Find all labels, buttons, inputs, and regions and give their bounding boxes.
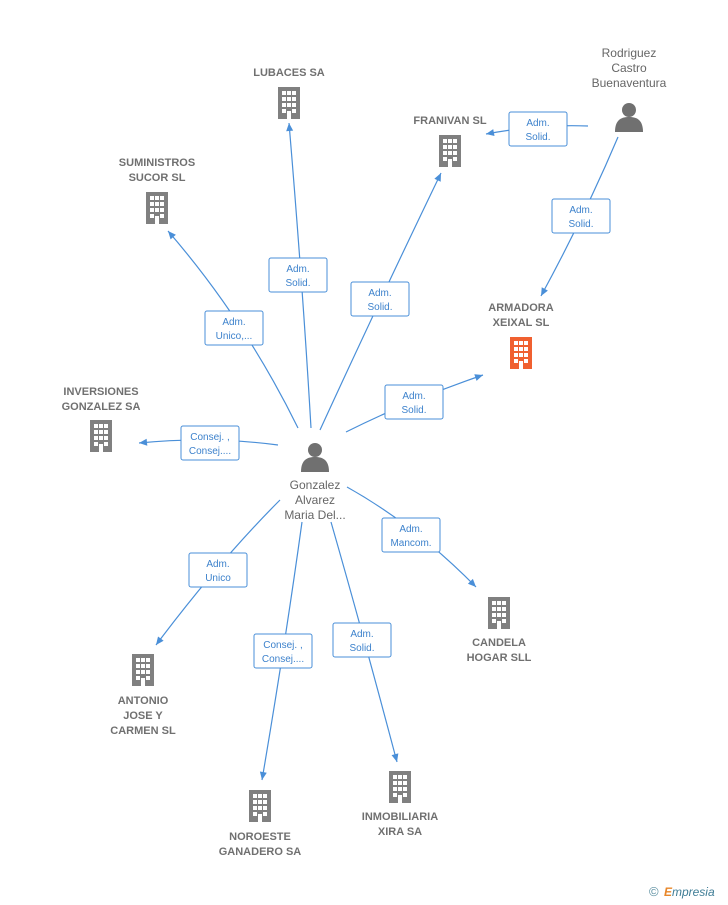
relation-text: Consej.... [189, 446, 231, 457]
relation-label-secondary-to-franivan[interactable]: Adm. Solid. [508, 111, 568, 147]
relation-label-center-to-franivan[interactable]: Adm. Solid. [350, 281, 410, 317]
node-label: GANADERO SA [219, 846, 302, 858]
relation-text: Solid. [367, 302, 392, 313]
node-label: XEIXAL SL [493, 317, 550, 329]
building-icon-inversiones[interactable] [90, 420, 112, 452]
arrowhead-icon [391, 753, 399, 762]
relation-label-center-to-armadora[interactable]: Adm. Solid. [384, 384, 444, 420]
relation-text: Adm. [286, 264, 309, 275]
brand-initial: E [663, 885, 672, 899]
arrowhead-icon [156, 636, 164, 645]
arrowhead-icon [467, 578, 476, 587]
person-icon-secondary[interactable] [615, 103, 643, 132]
relation-box [508, 111, 568, 147]
building-icon-noroeste[interactable] [249, 790, 271, 822]
building-icon-suministros[interactable] [146, 192, 168, 224]
node-label: SUCOR SL [129, 172, 186, 184]
relation-box [188, 552, 248, 588]
node-label: XIRA SA [378, 826, 422, 838]
arrowhead-icon [486, 129, 495, 136]
relation-text: Adm. [399, 524, 422, 535]
node-label: Buenaventura [592, 76, 667, 90]
arrowhead-icon [541, 287, 548, 296]
relation-box [381, 517, 441, 553]
relation-box [384, 384, 444, 420]
relation-box [204, 310, 264, 346]
relation-text: Adm. [350, 629, 373, 640]
relation-label-secondary-to-armadora[interactable]: Adm. Solid. [551, 198, 611, 234]
arrowhead-icon [259, 771, 267, 780]
relation-text: Adm. [206, 559, 229, 570]
node-label: ARMADORA [488, 302, 553, 314]
relation-label-center-to-inmobiliaria[interactable]: Adm. Solid. [332, 622, 392, 658]
copyright-icon: © [649, 884, 659, 899]
relation-text: Consej. , [263, 640, 302, 651]
building-icon-candela[interactable] [488, 597, 510, 629]
relation-text: Solid. [568, 219, 593, 230]
node-label: INMOBILIARIA [362, 811, 438, 823]
arrowhead-icon [168, 231, 176, 240]
node-label: Rodriguez [602, 46, 657, 60]
node-label: CARMEN SL [110, 725, 176, 737]
relation-text: Unico,... [216, 331, 253, 342]
relation-box [180, 425, 240, 461]
relation-text: Solid. [401, 405, 426, 416]
relation-label-center-to-noroeste[interactable]: Consej. , Consej.... [253, 633, 313, 669]
relation-text: Adm. [368, 288, 391, 299]
node-label: SUMINISTROS [119, 157, 195, 169]
relation-text: Adm. [222, 317, 245, 328]
network-diagram: LUBACES SA FRANIVAN SL SUMINISTROS SUCOR SL… [62, 46, 667, 858]
relation-text: Adm. [569, 205, 592, 216]
relation-box [551, 198, 611, 234]
arrowhead-icon [139, 438, 148, 446]
relation-label-center-to-antonio[interactable]: Adm. Unico [188, 552, 248, 588]
node-label: CANDELA [472, 637, 526, 649]
relation-text: Adm. [402, 391, 425, 402]
building-icon-antonio[interactable] [132, 654, 154, 686]
node-label: HOGAR SLL [467, 652, 532, 664]
node-label: FRANIVAN SL [413, 115, 486, 127]
relation-text: Consej. , [190, 432, 229, 443]
node-label: INVERSIONES [63, 386, 138, 398]
relation-box [332, 622, 392, 658]
relation-box [268, 257, 328, 293]
relation-label-center-to-inversiones[interactable]: Consej. , Consej.... [180, 425, 240, 461]
node-label: Maria Del... [284, 508, 345, 522]
arrowhead-icon [286, 123, 294, 132]
relation-text: Solid. [349, 643, 374, 654]
building-icon-lubaces[interactable] [278, 87, 300, 119]
brand-name: mpresia [671, 885, 715, 899]
relation-text: Solid. [525, 132, 550, 143]
node-label: Gonzalez [290, 478, 341, 492]
relation-text: Consej.... [262, 654, 304, 665]
relation-label-center-to-suministros[interactable]: Adm. Unico,... [204, 310, 264, 346]
arrowhead-icon [474, 374, 483, 381]
building-icon-inmobiliaria[interactable] [389, 771, 411, 803]
relation-text: Adm. [526, 118, 549, 129]
relation-box [350, 281, 410, 317]
footer-brand[interactable]: © Empresia [649, 884, 715, 899]
person-icon-center[interactable] [301, 443, 329, 472]
building-icon-franivan[interactable] [439, 135, 461, 167]
relation-label-center-to-lubaces[interactable]: Adm. Solid. [268, 257, 328, 293]
arrowhead-icon [434, 173, 441, 182]
node-label: LUBACES SA [253, 67, 325, 79]
relation-text: Mancom. [390, 538, 431, 549]
node-label: GONZALEZ SA [62, 401, 141, 413]
nodes: LUBACES SA FRANIVAN SL SUMINISTROS SUCOR SL… [62, 46, 667, 858]
building-icon-armadora[interactable] [510, 337, 532, 369]
relation-text: Unico [205, 573, 231, 584]
node-label: NOROESTE [229, 831, 291, 843]
relation-box [253, 633, 313, 669]
relation-text: Solid. [285, 278, 310, 289]
node-label: JOSE Y [123, 710, 163, 722]
node-label: Castro [611, 61, 647, 75]
node-label: Alvarez [295, 493, 335, 507]
node-label: ANTONIO [118, 695, 169, 707]
relation-labels: Adm. Solid. Adm. Solid. Adm. Unico,... Adm. Sol… [180, 111, 611, 669]
relation-label-center-to-candela[interactable]: Adm. Mancom. [381, 517, 441, 553]
